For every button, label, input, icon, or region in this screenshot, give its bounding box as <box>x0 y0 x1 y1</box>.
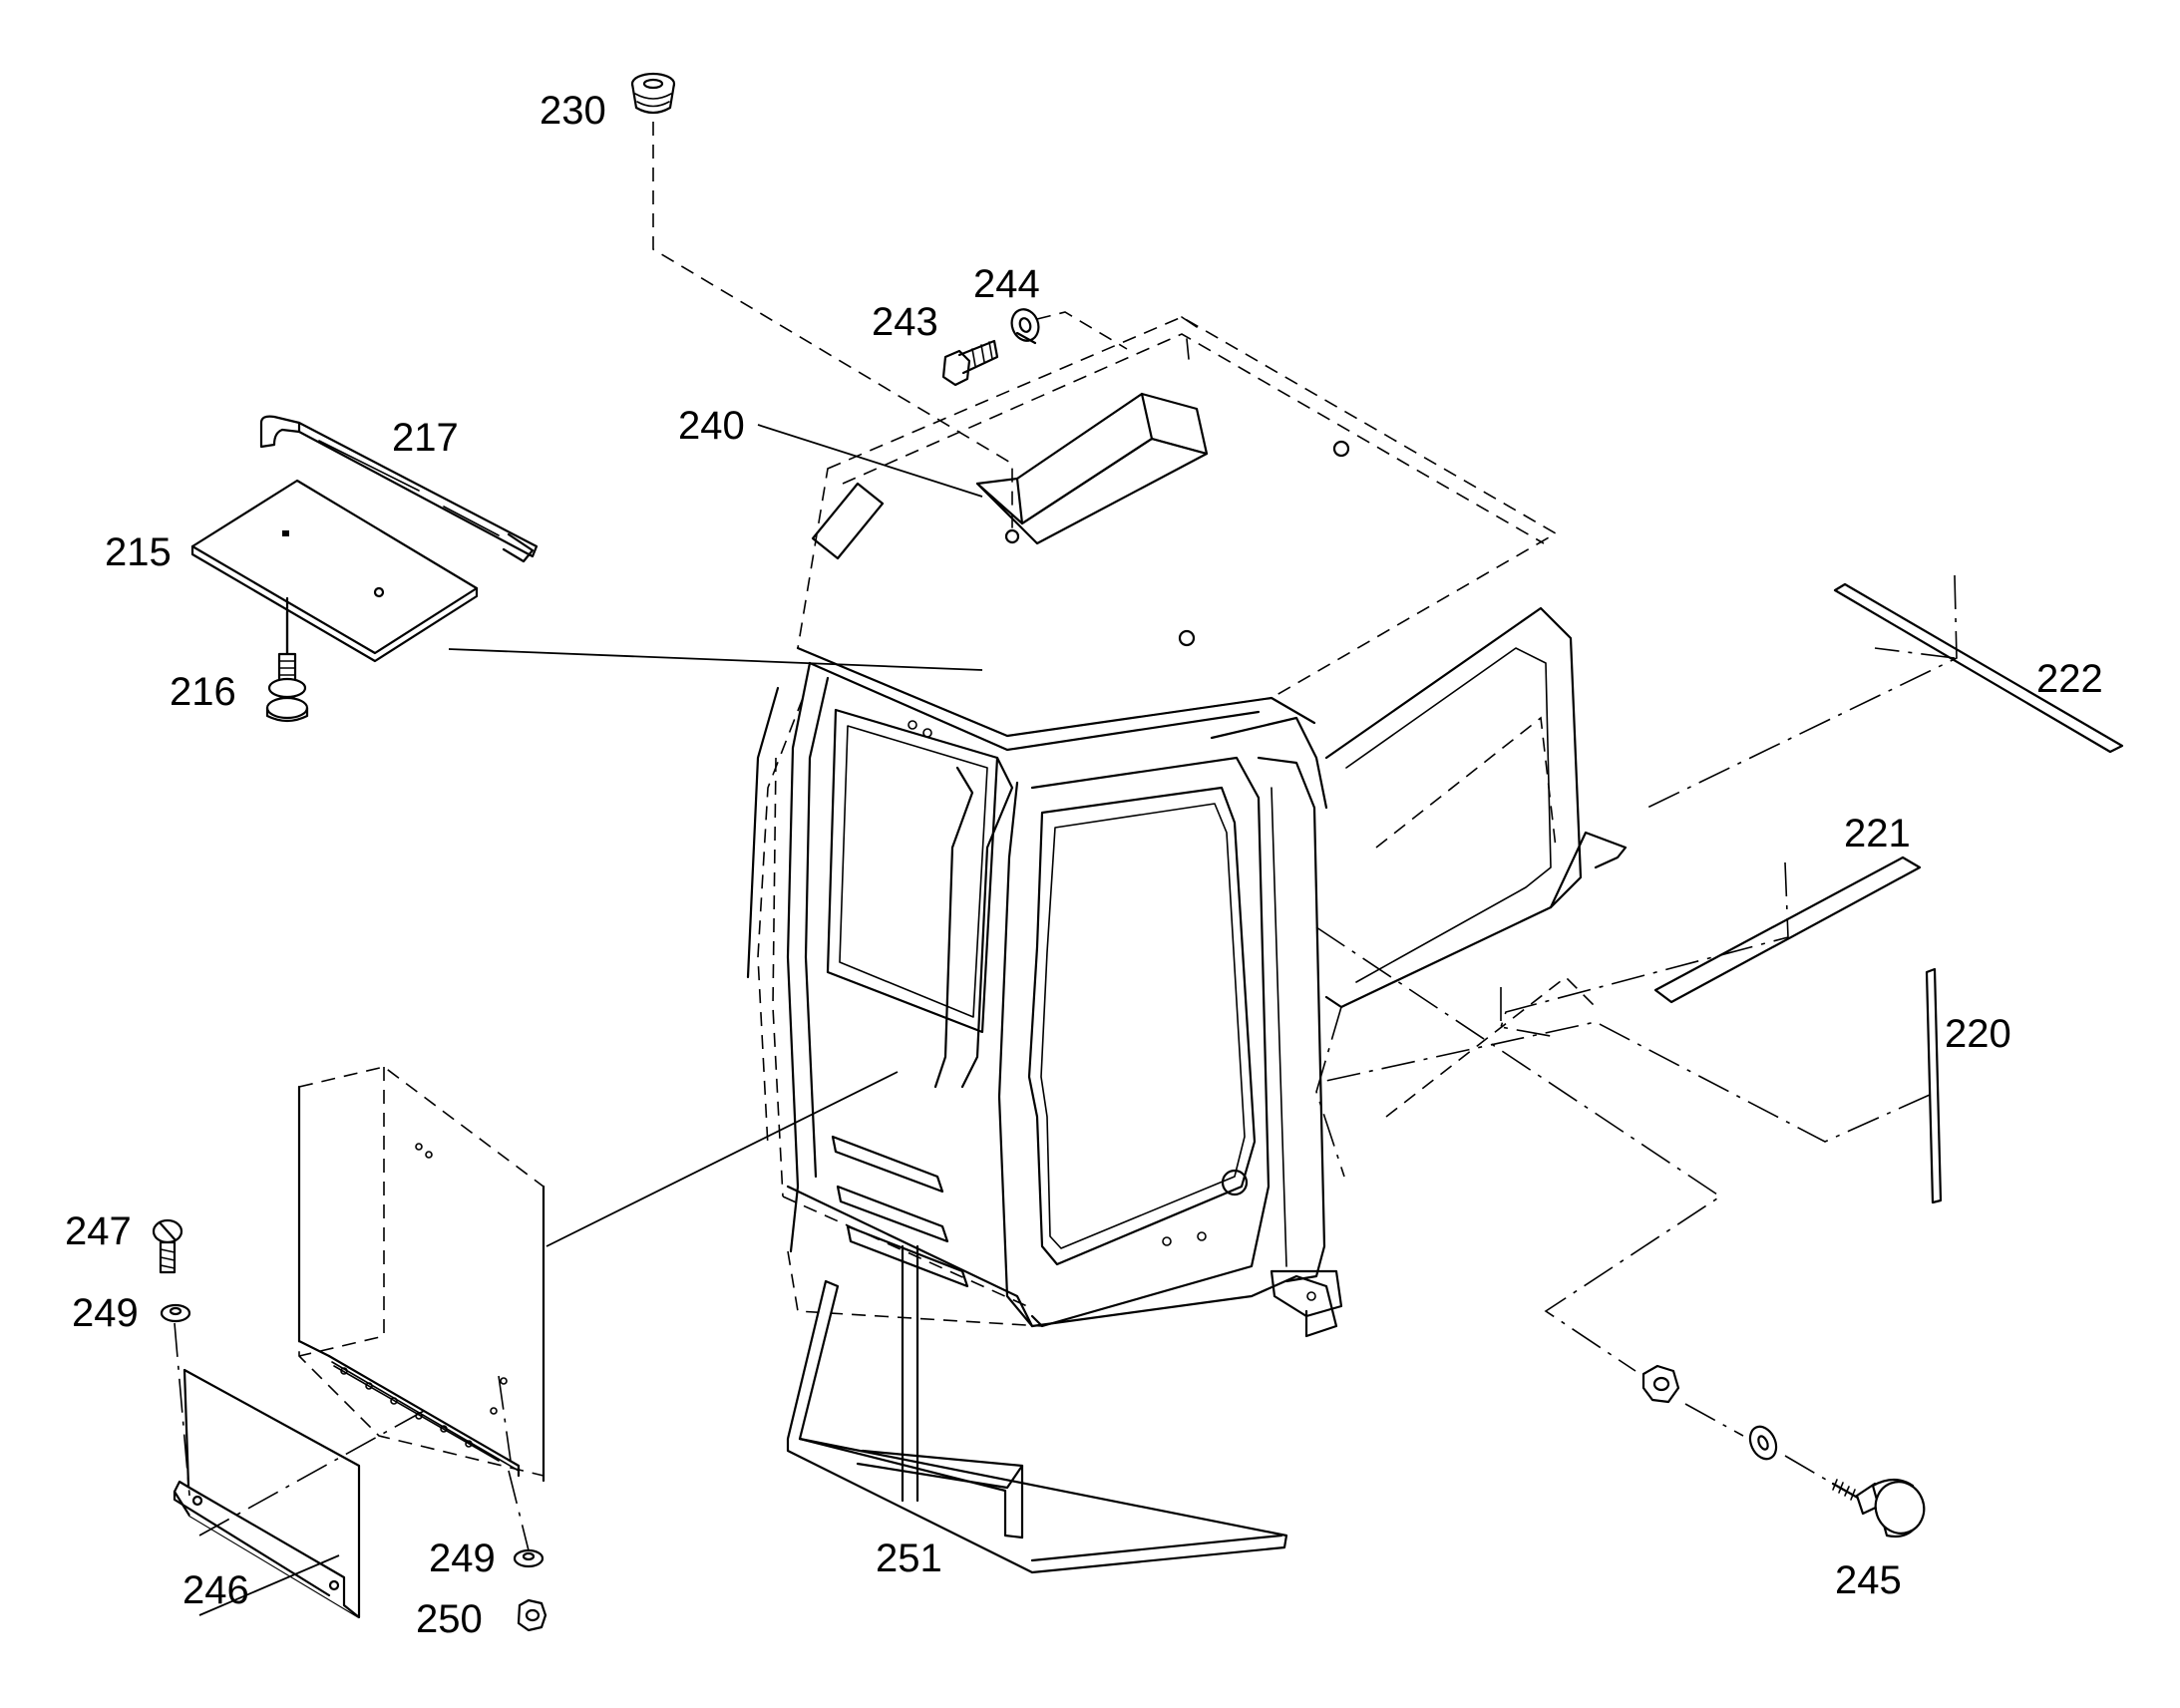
seal-strip-220 <box>1925 967 1943 1204</box>
plug-230 <box>630 72 676 115</box>
side-box-panel <box>297 1066 545 1483</box>
washer-244 <box>1010 308 1040 345</box>
callout-244: 244 <box>973 262 1040 306</box>
screw-247 <box>152 1218 183 1274</box>
nut-250 <box>517 1598 547 1632</box>
callout-labels: 230 244 243 240 217 215 216 222 221 220 … <box>65 89 2103 1641</box>
callout-240: 240 <box>678 404 745 448</box>
callout-249-bottom: 249 <box>429 1537 496 1580</box>
callout-222: 222 <box>2036 657 2103 701</box>
callout-221: 221 <box>1844 812 1911 855</box>
bolt-243 <box>941 339 999 387</box>
flat-washer <box>1748 1425 1778 1461</box>
leader-lines <box>198 424 983 1616</box>
callout-247: 247 <box>65 1209 132 1253</box>
cover-plate-246 <box>173 1368 361 1619</box>
callout-215: 215 <box>105 530 172 574</box>
callout-251: 251 <box>876 1537 942 1580</box>
projection-lines <box>174 122 1958 1551</box>
fastener-216 <box>265 610 309 723</box>
washer-249-top <box>160 1303 191 1323</box>
callout-230: 230 <box>540 89 606 133</box>
callout-249-top: 249 <box>72 1291 139 1335</box>
callout-250: 250 <box>416 1597 483 1641</box>
bracket-217 <box>259 415 539 563</box>
roof-tray-240 <box>975 392 1209 545</box>
callout-217: 217 <box>392 416 459 460</box>
knob-245 <box>1831 1478 1926 1538</box>
callout-243: 243 <box>872 300 938 344</box>
callout-246: 246 <box>182 1568 249 1612</box>
callout-245: 245 <box>1835 1558 1902 1602</box>
callout-220: 220 <box>1945 1012 2011 1056</box>
hex-nut <box>1641 1364 1680 1404</box>
washer-249-bottom <box>513 1548 545 1568</box>
roof-liner-215 <box>190 479 479 663</box>
seal-strip-222 <box>1833 582 2124 754</box>
callout-216: 216 <box>170 670 236 714</box>
cab-frame <box>746 316 1628 1338</box>
